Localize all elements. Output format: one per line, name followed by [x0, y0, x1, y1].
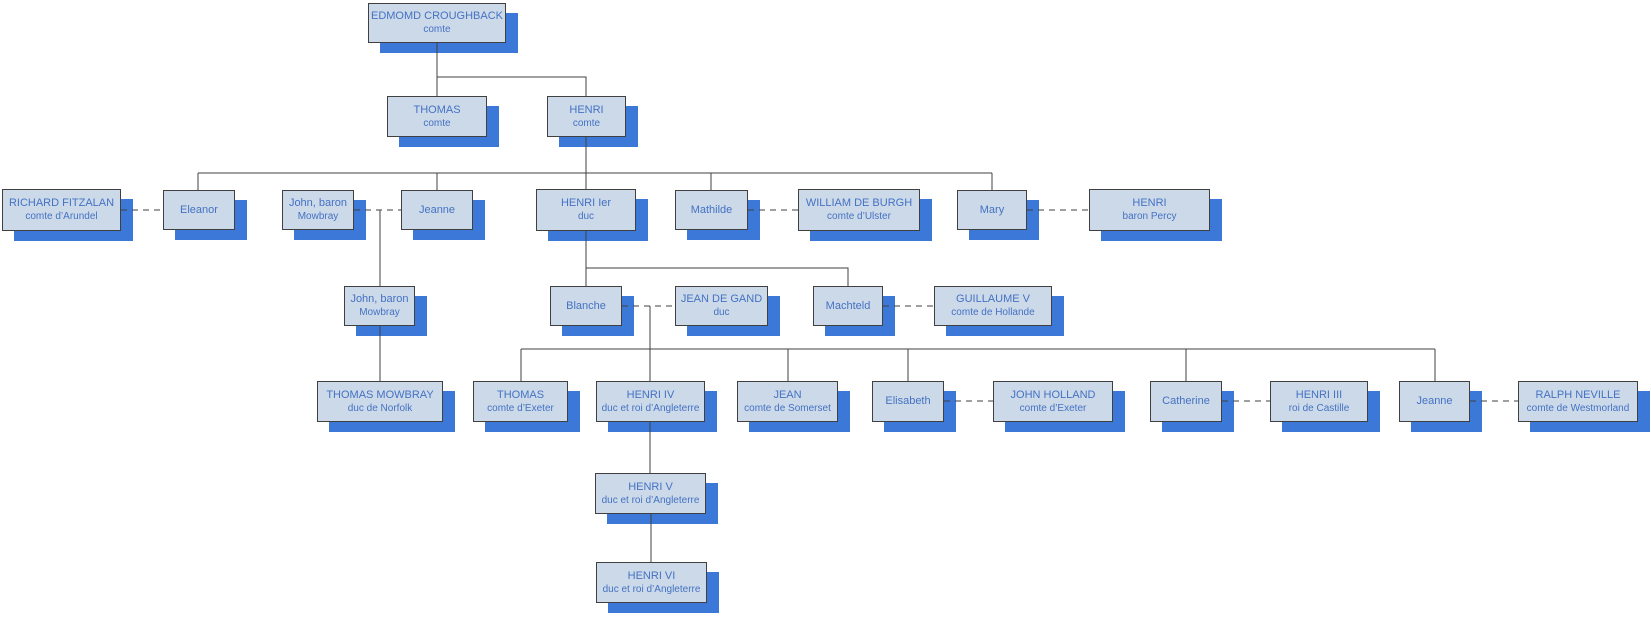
person-title: comte de Westmorland — [1526, 402, 1630, 414]
person-name: Mary — [979, 203, 1005, 216]
descent-connector — [586, 267, 849, 286]
person-name: RALPH NEVILLE — [1535, 388, 1621, 401]
person-name: WILLIAM DE BURGH — [805, 197, 913, 209]
person-name: HENRI — [569, 103, 604, 116]
person-name: GUILLAUME V — [956, 293, 1030, 305]
person-name: John, baron — [350, 293, 409, 305]
node-catherine[interactable]: Catherine — [1150, 381, 1222, 422]
node-jeanne[interactable]: Jeanne — [401, 190, 473, 230]
person-title: roi de Castille — [1288, 402, 1350, 414]
node-william-de-burgh[interactable]: WILLIAM DE BURGH comte d’Ulster — [798, 189, 920, 231]
node-henri-baron-percy[interactable]: HENRI baron Percy — [1089, 189, 1210, 231]
person-name: RICHARD FITZALAN — [8, 197, 115, 209]
person-name: HENRI Ier — [560, 197, 612, 209]
person-title: duc de Norfolk — [347, 402, 413, 414]
person-name: THOMAS — [496, 388, 545, 401]
person-title: duc et roi d’Angleterre — [602, 583, 701, 595]
person-name: Blanche — [566, 299, 606, 312]
person-title: comte d’Arundel — [25, 211, 98, 222]
node-machteld[interactable]: Machteld — [813, 286, 883, 326]
person-title: duc — [577, 211, 595, 222]
node-edmond-croughback[interactable]: EDMOMD CROUGHBACK comte — [368, 3, 506, 43]
person-name: JEAN DE GAND — [680, 293, 763, 305]
person-name: HENRI V — [628, 480, 673, 493]
person-name: Eleanor — [180, 203, 218, 216]
node-jeanne-2[interactable]: Jeanne — [1399, 381, 1470, 422]
person-name: JEAN — [773, 388, 802, 401]
person-name: EDMOMD CROUGHBACK — [370, 10, 503, 22]
person-name: HENRI III — [1295, 388, 1343, 401]
node-mathilde[interactable]: Mathilde — [675, 190, 748, 230]
person-name: Jeanne — [1416, 395, 1453, 407]
person-name: HENRI IV — [626, 388, 675, 401]
person-title: comte de Somerset — [744, 402, 831, 414]
person-name: Jeanne — [418, 203, 456, 216]
person-title: comte d’Exeter — [487, 402, 554, 414]
person-name: Catherine — [1162, 395, 1210, 407]
person-name: Elisabeth — [885, 395, 931, 407]
person-title: duc et roi d’Angleterre — [601, 494, 700, 506]
person-name: Machteld — [825, 299, 871, 312]
node-richard-fitzalan[interactable]: RICHARD FITZALAN comte d’Arundel — [2, 189, 121, 231]
node-jean-de-gand[interactable]: JEAN DE GAND duc — [675, 286, 768, 326]
person-title: Mowbray — [297, 211, 339, 222]
descent-connector — [437, 76, 587, 96]
person-title: comte — [423, 117, 451, 129]
person-name: HENRI — [1132, 197, 1167, 209]
node-eleanor[interactable]: Eleanor — [163, 190, 235, 230]
person-title: comte de Hollande — [951, 307, 1035, 318]
person-name: THOMAS MOWBRAY — [326, 388, 434, 401]
person-title: duc et roi d’Angleterre — [601, 402, 700, 414]
node-blanche[interactable]: Blanche — [550, 286, 622, 326]
node-guillaume-v[interactable]: GUILLAUME V comte de Hollande — [934, 286, 1052, 326]
person-title: duc — [713, 307, 730, 318]
person-title: comte — [572, 117, 601, 129]
node-mary[interactable]: Mary — [957, 190, 1027, 230]
person-name: HENRI VI — [627, 569, 676, 582]
node-elisabeth[interactable]: Elisabeth — [872, 381, 944, 422]
person-name: THOMAS — [413, 103, 461, 116]
node-henri-1er[interactable]: HENRI Ier duc — [536, 189, 636, 231]
person-title: comte d’Exeter — [1019, 402, 1087, 414]
person-name: John, baron — [288, 197, 348, 209]
person-name: Mathilde — [690, 203, 733, 216]
person-title: comte d’Ulster — [827, 211, 891, 222]
person-name: JOHN HOLLAND — [1010, 388, 1096, 401]
person-title: comte — [423, 24, 451, 35]
person-title: baron Percy — [1122, 211, 1177, 222]
person-title: Mowbray — [359, 307, 400, 318]
